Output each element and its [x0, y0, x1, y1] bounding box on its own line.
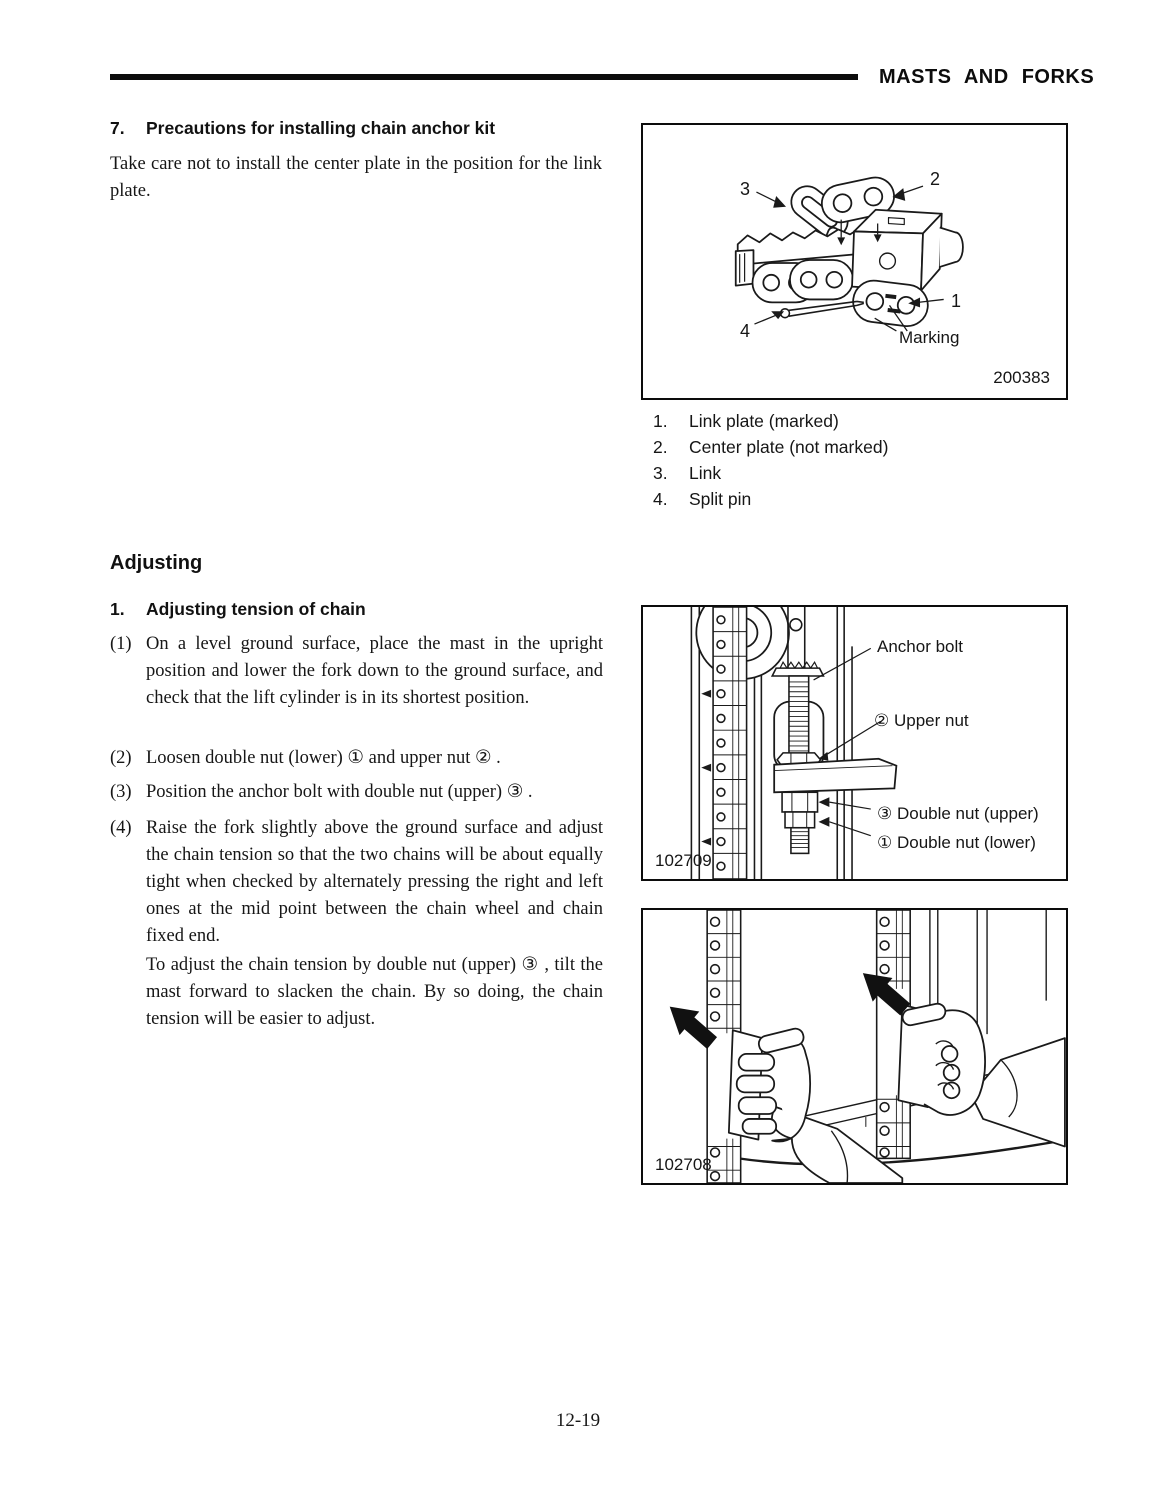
figure1-callout-1: 1 — [951, 291, 962, 311]
figure2-label-double-nut-lower: ① Double nut (lower) — [877, 833, 1036, 852]
step-text: Position the anchor bolt with double nut… — [146, 782, 533, 802]
figure3-code: 102708 — [655, 1155, 712, 1174]
legend-item-text: Link plate (marked) — [689, 411, 839, 431]
step-text: Loosen double nut (lower) ① and upper nu… — [146, 748, 501, 768]
page-header-title: MASTS AND FORKS — [879, 66, 1095, 88]
step-4: (4) Raise the fork slightly above the gr… — [110, 815, 603, 950]
step-number: (3) — [110, 782, 132, 802]
figure2-label-upper-nut: ② Upper nut — [874, 711, 969, 730]
step-4-note: To adjust the chain tension by double nu… — [146, 955, 603, 1029]
step-number: (2) — [110, 748, 132, 768]
chain-tension-check-drawing — [669, 910, 1066, 1183]
figure-102709: Anchor bolt ② Upper nut ③ Double nut (up… — [641, 605, 1068, 881]
page-number: 12-19 — [555, 1410, 601, 1431]
adjusting-sub-number: 1. — [110, 599, 125, 619]
step-text: Raise the fork slightly above the ground… — [146, 818, 603, 946]
adjusting-title: Adjusting — [110, 552, 203, 574]
figure-200383: 3 2 1 4 Marking 200383 — [641, 123, 1068, 400]
figure2-code: 102709 — [655, 851, 712, 870]
figure1-legend: 1. Link plate (marked) 2. Center plate (… — [653, 408, 888, 512]
figure2-label-double-nut-upper: ③ Double nut (upper) — [877, 804, 1039, 823]
legend-item-number: 1. — [653, 411, 668, 431]
anchor-bolt-drawing — [690, 607, 898, 879]
step-1: (1) On a level ground surface, place the… — [110, 631, 603, 712]
legend-item: 4. Split pin — [653, 486, 888, 512]
step-2: (2) Loosen double nut (lower) ① and uppe… — [110, 745, 603, 772]
figure1-callout-4: 4 — [740, 321, 751, 341]
step-3: (3) Position the anchor bolt with double… — [110, 779, 603, 806]
section7-number: 7. — [110, 118, 125, 138]
legend-item-text: Split pin — [689, 489, 752, 509]
legend-item-text: Link — [689, 463, 722, 483]
section7-title: Precautions for installing chain anchor … — [146, 118, 496, 138]
section7-body: Take care not to install the center plat… — [110, 154, 602, 201]
legend-item-number: 4. — [653, 489, 668, 509]
step-text: On a level ground surface, place the mas… — [146, 634, 603, 708]
figure1-callout-3: 3 — [740, 179, 751, 199]
step-number: (1) — [110, 634, 132, 654]
header-rule — [110, 74, 858, 80]
adjusting-sub-heading: 1. Adjusting tension of chain — [110, 599, 620, 620]
legend-item: 2. Center plate (not marked) — [653, 434, 888, 460]
figure1-marking-label: Marking — [899, 328, 960, 347]
figure-102708: 102708 — [641, 908, 1068, 1185]
adjusting-sub-title: Adjusting tension of chain — [146, 599, 366, 619]
legend-item-number: 2. — [653, 437, 668, 457]
chain-anchor-kit-drawing — [734, 176, 964, 332]
step-number: (4) — [110, 818, 132, 838]
section7-heading: 7. Precautions for installing chain anch… — [110, 118, 620, 139]
figure2-label-anchor-bolt: Anchor bolt — [877, 637, 963, 656]
figure1-callout-2: 2 — [930, 169, 941, 189]
figure1-code: 200383 — [993, 368, 1050, 387]
legend-item: 3. Link — [653, 460, 888, 486]
legend-item-number: 3. — [653, 463, 668, 483]
adjusting-heading: Adjusting — [110, 552, 202, 575]
legend-item: 1. Link plate (marked) — [653, 408, 888, 434]
legend-item-text: Center plate (not marked) — [689, 437, 889, 457]
